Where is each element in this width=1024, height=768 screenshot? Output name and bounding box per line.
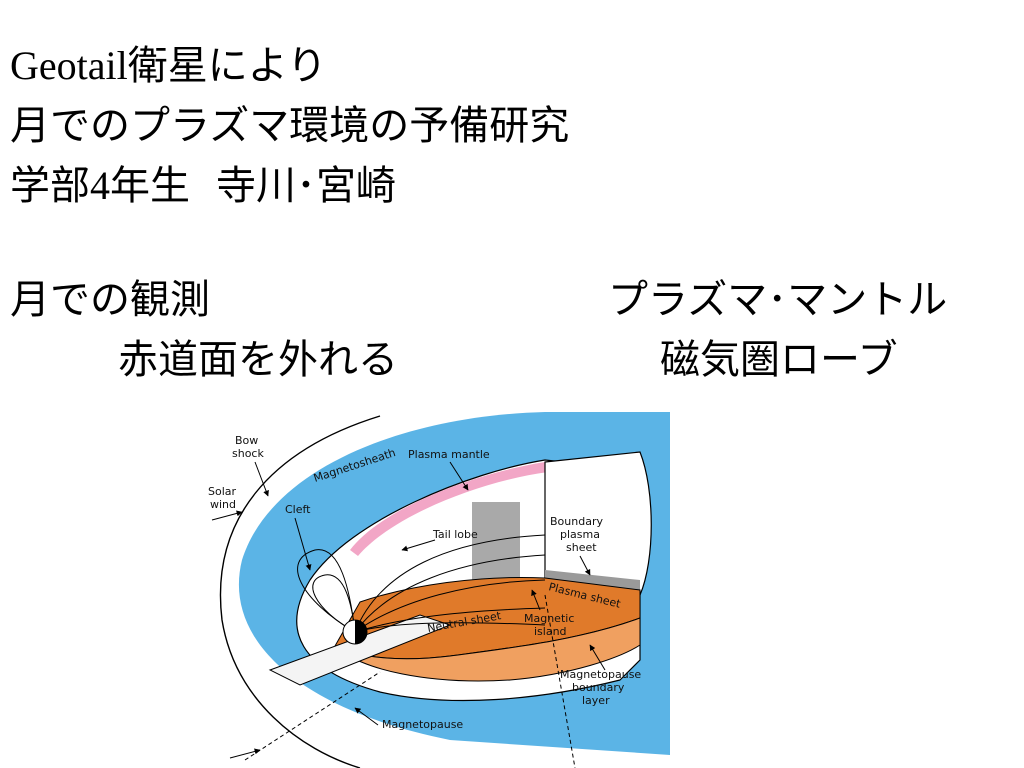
equatorial-plane bbox=[268, 614, 452, 686]
dashed-axis-line bbox=[244, 671, 381, 761]
label-solar-wind-2: wind bbox=[210, 498, 236, 511]
label-magnetic-island-2: island bbox=[534, 625, 567, 638]
bow-shock-line bbox=[219, 415, 381, 768]
right-heading-line-1: プラズマ･マントル bbox=[608, 277, 948, 323]
label-bow-shock-1: Bow bbox=[235, 434, 258, 447]
title-line-1: Geotail衛星により bbox=[10, 43, 327, 89]
label-tail-lobe: Tail lobe bbox=[432, 528, 478, 541]
label-bow-shock-2: shock bbox=[232, 447, 264, 460]
label-solar-wind-1: Solar bbox=[208, 485, 237, 498]
label-boundary-plasma-sheet-1: Boundary bbox=[550, 515, 603, 528]
label-plasma-mantle: Plasma mantle bbox=[408, 448, 490, 461]
label-mp-boundary-layer-3: layer bbox=[582, 694, 610, 707]
label-pointers bbox=[211, 461, 606, 759]
plasma-sheet-lower bbox=[334, 617, 641, 682]
label-boundary-plasma-sheet-3: sheet bbox=[566, 541, 597, 554]
right-heading-line-2: 磁気圏ローブ bbox=[660, 337, 898, 383]
label-boundary-plasma-sheet-2: plasma bbox=[560, 528, 600, 541]
left-heading-line-1: 月での観測 bbox=[10, 277, 210, 323]
title-line-3: 学部4年生寺川･宮崎 bbox=[10, 163, 396, 209]
label-magnetopause: Magnetopause bbox=[382, 718, 463, 731]
earth-nightside bbox=[355, 620, 367, 644]
field-lines bbox=[297, 534, 546, 633]
plasma-mantle-band bbox=[350, 462, 548, 556]
title-line-2: 月でのプラズマ環境の予備研究 bbox=[10, 103, 570, 149]
left-heading-line-2: 赤道面を外れる bbox=[118, 337, 398, 383]
label-mp-boundary-layer-2: boundary bbox=[572, 681, 625, 694]
magnetosphere-diagram: Bow shock Solar wind Magnetosheath Plasm… bbox=[208, 412, 670, 768]
dashed-axis-line-2 bbox=[544, 594, 576, 768]
label-cleft: Cleft bbox=[285, 503, 311, 516]
slide-title: Geotail衛星により 月でのプラズマ環境の予備研究 学部4年生寺川･宮崎 bbox=[10, 36, 569, 216]
label-mp-boundary-layer-1: Magnetopause bbox=[560, 668, 641, 681]
